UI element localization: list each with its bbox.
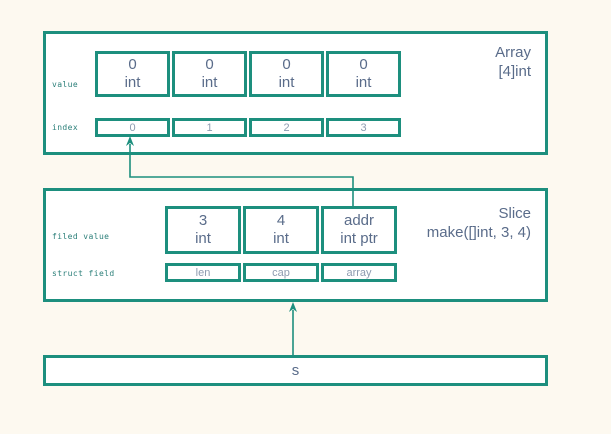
array-value-type: int [201,74,218,91]
array-value: 0 [205,56,214,73]
array-value-caption: value [52,80,79,89]
slice-panel-title: Slice make([]int, 3, 4) [427,204,531,242]
array-value-cell: 0 int [172,51,247,97]
variable-label: s [291,362,300,379]
array-value-type: int [278,74,295,91]
slice-field-caption: struct field [52,269,115,278]
slice-value-row: 3 int 4 int addr int ptr [165,206,397,254]
array-title-line2: [4]int [498,63,531,80]
slice-value-cell: 3 int [165,206,241,254]
slice-value: 4 [276,212,286,229]
array-value-cell: 0 int [326,51,401,97]
slice-field-row: len cap array [165,263,397,282]
array-title-line1: Array [495,44,531,61]
slice-field-cell: len [165,263,241,282]
slice-value-type: int [273,230,289,247]
slice-value-type: int ptr [340,230,378,247]
slice-value: 3 [198,212,208,229]
slice-title-line1: Slice [498,205,531,222]
slice-value: addr [343,212,375,229]
slice-value-cell: 4 int [243,206,319,254]
slice-field-cell: cap [243,263,319,282]
slice-title-line2: make([]int, 3, 4) [426,224,531,241]
array-value-type: int [124,74,141,91]
array-index-row: 0 1 2 3 [95,118,401,137]
array-index-cell: 1 [172,118,247,137]
slice-value-cell: addr int ptr [321,206,397,254]
array-panel-title: Array [4]int [495,43,531,81]
array-index-cell: 2 [249,118,324,137]
slice-value-type: int [195,230,211,247]
array-index-cell: 3 [326,118,401,137]
slice-field-cell: array [321,263,397,282]
array-value: 0 [128,56,137,73]
slice-value-caption: filed value [52,232,110,241]
array-index-cell: 0 [95,118,170,137]
array-value-row: 0 int 0 int 0 int 0 int [95,51,401,97]
array-value-type: int [355,74,372,91]
array-value: 0 [282,56,291,73]
array-value: 0 [359,56,368,73]
array-value-cell: 0 int [249,51,324,97]
array-value-cell: 0 int [95,51,170,97]
array-index-caption: index [52,123,79,132]
variable-panel: s [43,355,548,386]
